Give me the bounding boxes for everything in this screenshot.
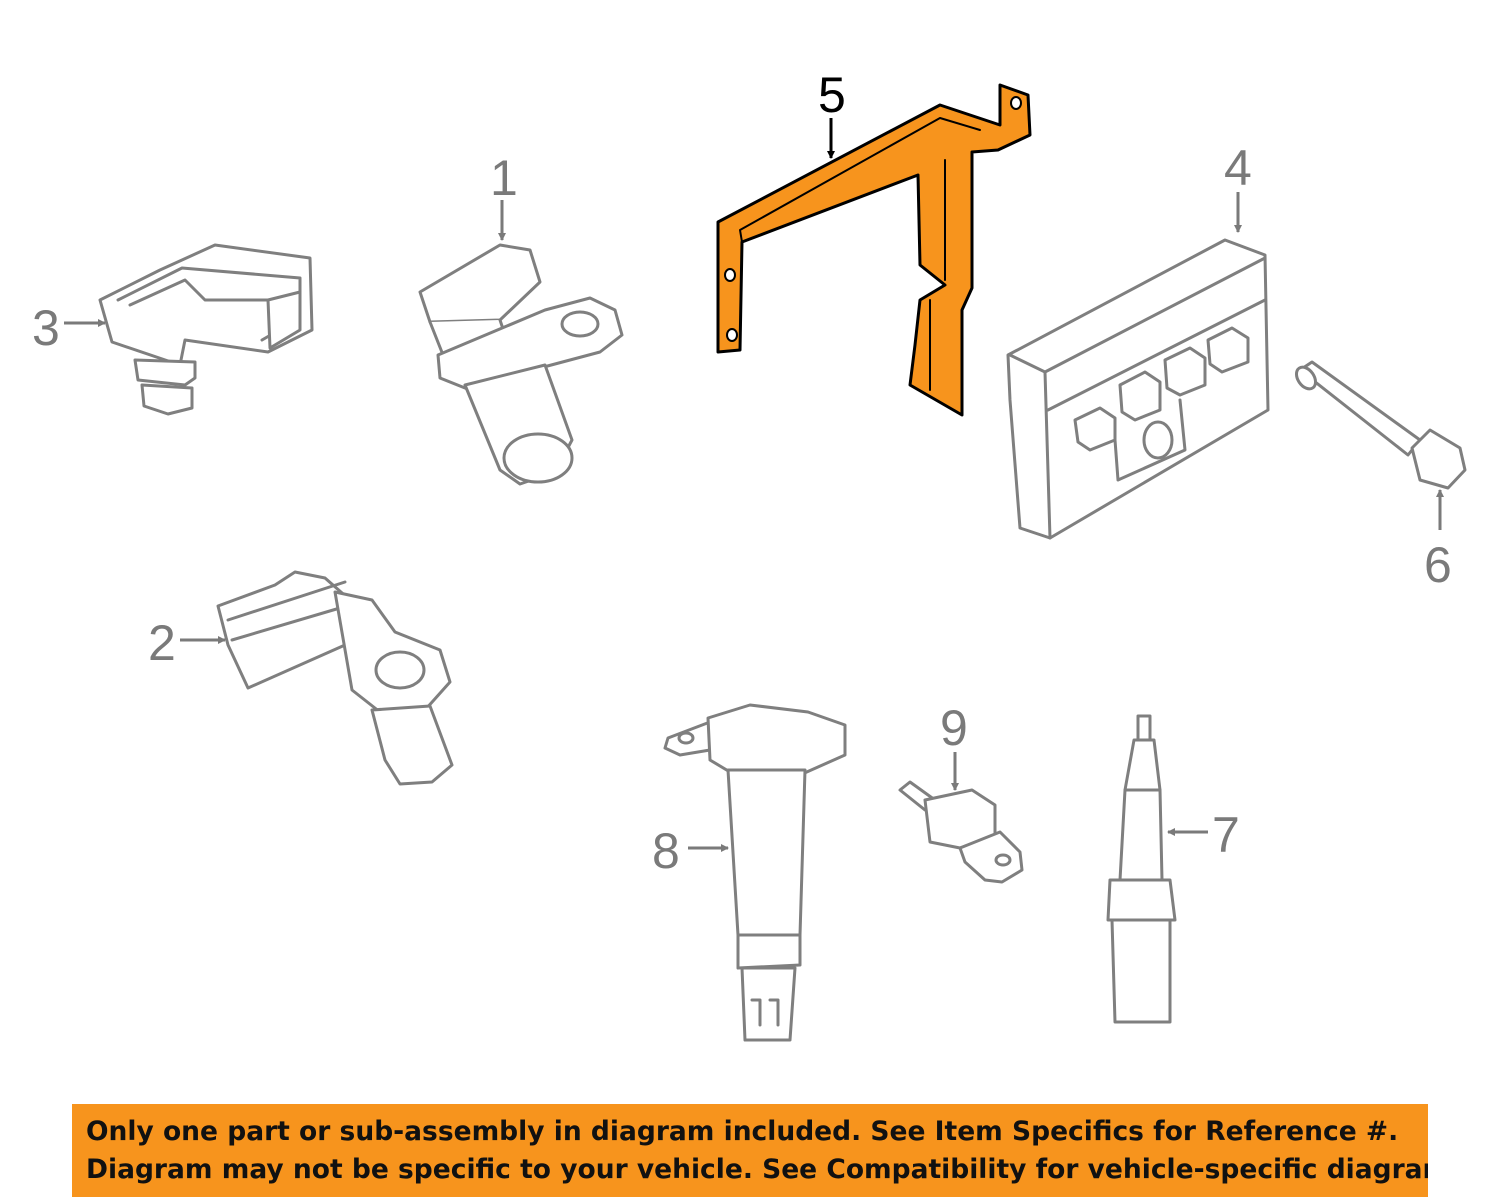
callout-3-label: 3 [32,300,60,356]
part-5-ecm-bracket [716,83,1032,417]
callout-3: 3 [32,300,106,356]
callout-2: 2 [148,615,226,671]
part-8-ignition-coil [663,703,847,1042]
callout-1: 1 [490,150,518,241]
callout-8: 8 [652,823,729,879]
disclaimer-line-1: Only one part or sub-assembly in diagram… [86,1116,1399,1147]
part-6-bolt [1294,360,1467,490]
disclaimer-line-2: Diagram may not be specific to your vehi… [86,1154,1428,1185]
part-2-crank-sensor [216,570,454,786]
part-7-spark-plug [1106,714,1177,1024]
callout-4: 4 [1224,140,1252,233]
callout-9: 9 [940,700,968,791]
part-3-map-sensor [98,243,314,416]
callout-2-label: 2 [148,615,176,671]
part-1-cam-sensor [418,243,624,486]
callout-4-label: 4 [1224,140,1252,196]
callout-8-label: 8 [652,823,680,879]
bracket-body [716,83,1032,417]
part-9-knock-sensor [898,780,1024,884]
callout-7: 7 [1167,807,1240,863]
callout-7-label: 7 [1212,807,1240,863]
callout-1-label: 1 [490,150,518,206]
callout-6-label: 6 [1424,537,1452,593]
part-4-ecm [1006,238,1270,540]
callout-9-label: 9 [940,700,968,756]
callout-6: 6 [1424,489,1452,593]
disclaimer-banner: Only one part or sub-assembly in diagram… [72,1104,1428,1197]
callout-5: 5 [818,67,846,159]
callout-5-label: 5 [818,67,846,123]
parts-diagram: 1 2 3 4 5 6 7 8 9 [32,67,1467,1042]
